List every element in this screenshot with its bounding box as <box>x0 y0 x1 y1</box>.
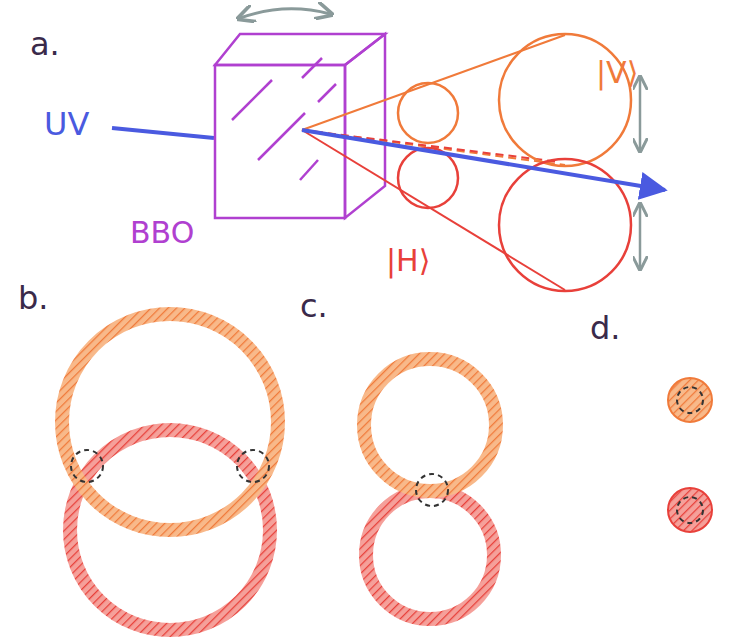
overlap-marker <box>71 450 103 482</box>
h-spot <box>668 488 712 532</box>
crystal-top <box>215 34 385 65</box>
shift-arrow <box>639 205 642 268</box>
h-ring-small <box>398 148 458 208</box>
panel-letter: b. <box>18 282 48 314</box>
state-label: |V⟩ <box>596 58 638 88</box>
pump-beam <box>302 130 665 190</box>
crystal-front <box>215 65 345 218</box>
panel-letter: a. <box>30 28 60 60</box>
crystal-mark <box>232 80 272 120</box>
v-ring <box>364 359 496 491</box>
overlap-marker <box>237 450 269 482</box>
v-ring-large <box>499 34 631 166</box>
panel-letter: d. <box>590 312 620 344</box>
crystal-mark <box>300 160 318 180</box>
bbo-crystal <box>215 34 385 218</box>
uv-beam <box>112 128 214 138</box>
panel-letter: c. <box>300 290 328 322</box>
rotation-arrow <box>240 9 330 18</box>
overlap-marker <box>416 474 448 506</box>
v-ring-small <box>398 83 458 143</box>
crystal-mark <box>258 113 305 160</box>
shift-arrow <box>639 78 642 150</box>
crystal-mark <box>302 58 322 78</box>
state-label: |H⟩ <box>386 246 430 276</box>
overlap-marker <box>677 497 703 523</box>
crystal-label: BBO <box>130 218 194 248</box>
overlap-marker <box>677 387 703 413</box>
h-ring <box>366 491 494 619</box>
h-ring-large <box>499 159 631 291</box>
beam-label: UV <box>44 108 89 140</box>
crystal-side <box>345 34 385 218</box>
crystal-mark <box>318 84 336 102</box>
v-spot <box>668 378 712 422</box>
v-ring <box>62 314 278 530</box>
